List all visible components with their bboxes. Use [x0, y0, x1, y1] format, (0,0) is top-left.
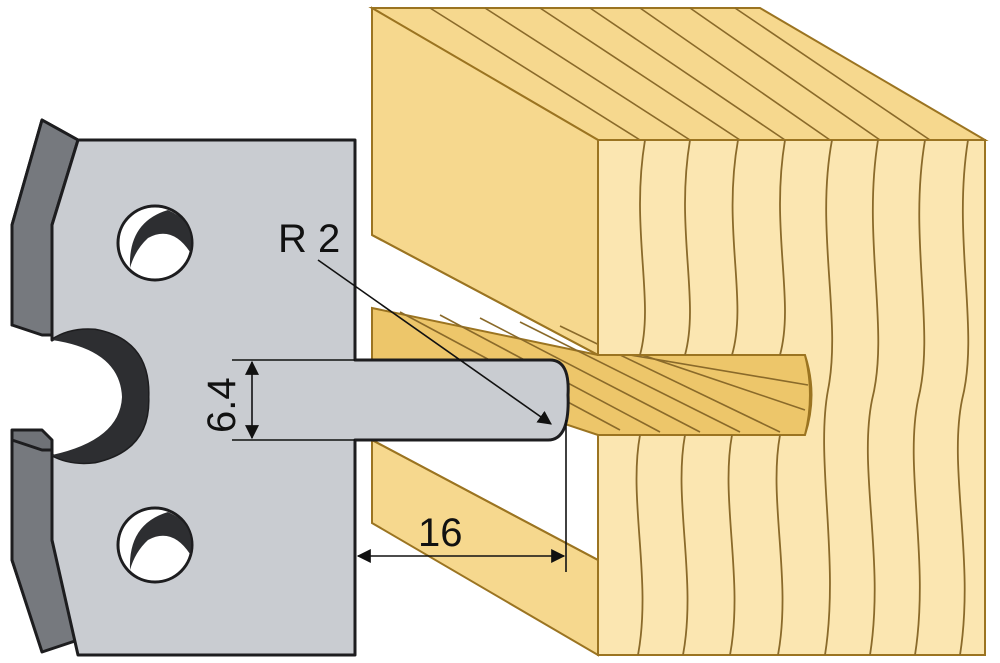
- slot-depth-label: 16: [418, 511, 463, 555]
- mounting-hole-lower: [116, 506, 194, 584]
- radius-leader: [317, 259, 552, 425]
- wood-front-grain: [635, 140, 970, 655]
- radius-label: R 2: [278, 217, 340, 261]
- profile-knife: [10, 118, 570, 657]
- knife-cutout-shadow: [52, 329, 149, 463]
- slot-width-label: 6.4: [200, 377, 244, 433]
- mounting-hole-upper: [116, 204, 194, 282]
- dimension-lines: [232, 259, 567, 572]
- wood-top-grain: [429, 7, 931, 141]
- wood-workpiece: [368, 6, 989, 657]
- wood-front-face: [597, 139, 986, 656]
- wood-left-lower: [371, 438, 599, 657]
